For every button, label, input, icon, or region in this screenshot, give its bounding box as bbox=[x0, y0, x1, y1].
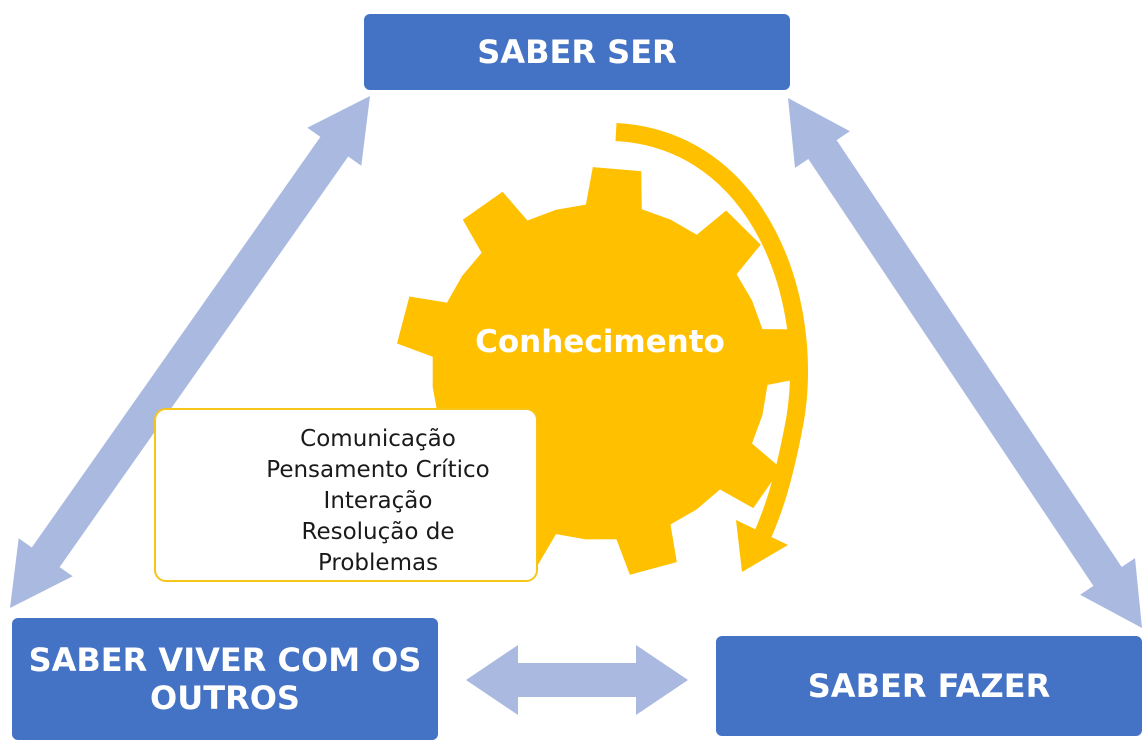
arrow-viver-fazer bbox=[466, 645, 688, 715]
arrow-ser-fazer bbox=[788, 98, 1142, 628]
gear-label: Conhecimento bbox=[475, 324, 725, 360]
arrow-ser-viver bbox=[10, 96, 370, 608]
skill-item: Comunicação bbox=[300, 426, 456, 452]
skill-item: Pensamento Crítico bbox=[266, 457, 490, 483]
cycle-arrow-head bbox=[736, 520, 788, 572]
node-saber-viver-com-os-outros: SABER VIVER COM OS OUTROS bbox=[12, 618, 438, 740]
cycle-arrow bbox=[615, 123, 808, 556]
skills-callout: Comunicação Pensamento Crítico Interação… bbox=[154, 408, 538, 582]
node-saber-fazer: SABER FAZER bbox=[716, 636, 1142, 736]
skill-item: Interação bbox=[323, 488, 433, 514]
node-saber-ser: SABER SER bbox=[364, 14, 790, 90]
skill-item: Resolução de bbox=[301, 519, 455, 545]
skill-item: Problemas bbox=[317, 550, 439, 576]
